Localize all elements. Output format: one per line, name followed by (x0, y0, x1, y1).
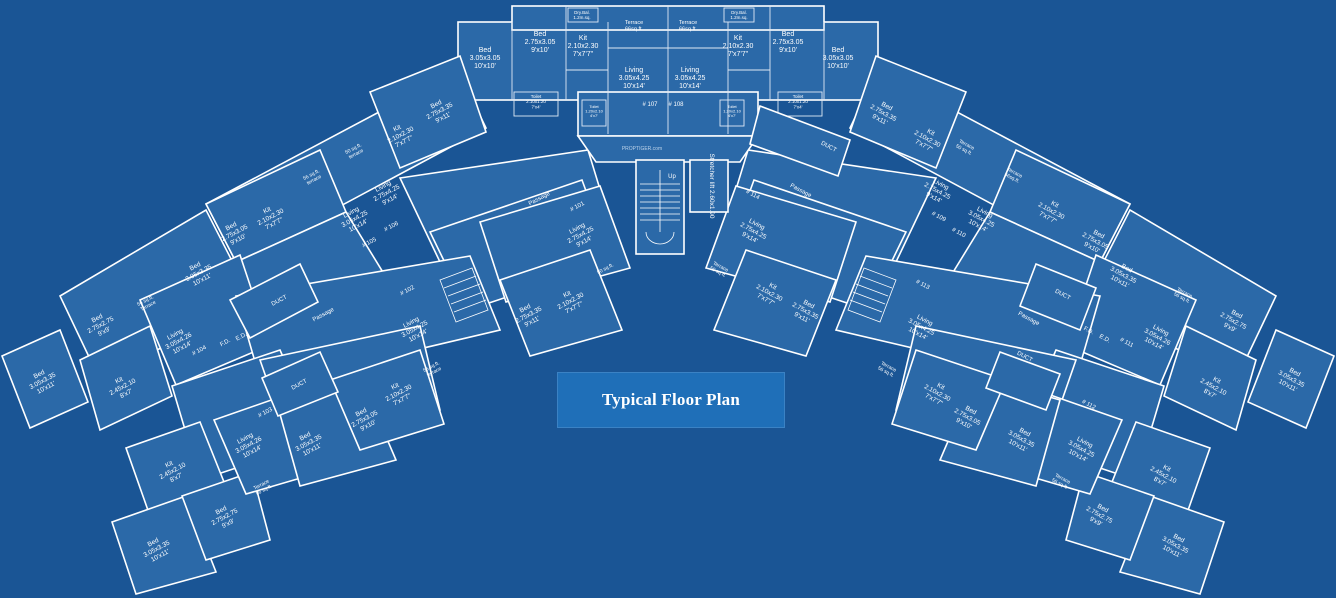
core-stair-mark: Up (668, 174, 676, 180)
watermark: PROPTIGER.com (622, 146, 662, 152)
units-4-mark: # 105 (361, 237, 378, 250)
right-wing-bed-4-label: Bed2.75x2.759'x9' (1215, 305, 1251, 338)
left-wing-kit-1-label: Kit2.10x2.307'x7'7" (383, 119, 419, 152)
right-wing-bed-7-label: Bed2.75x3.059'x10' (949, 401, 985, 434)
right-wing-terrace-5-label: Terrace56 sq.ft. (877, 360, 898, 379)
left-wing-bed-8-label: Bed3.05x3.3510'x11' (291, 427, 327, 460)
top-block (457, 5, 879, 137)
units-6-mark: # 107 (642, 102, 658, 108)
core-ed-mark: E.D. (235, 332, 248, 343)
right-wing-bed-2-label: Bed2.75x3.059'x10' (1077, 225, 1113, 258)
units-7-mark: # 108 (668, 102, 684, 108)
ducts (228, 104, 1098, 418)
units-9-mark: # 110 (951, 227, 967, 239)
core-fd-mark: F.D. (219, 338, 232, 348)
units-8-mark: # 109 (930, 211, 947, 224)
stretcher-lift-label: Stretcher lift 2.60x1.90 (708, 153, 715, 218)
left-wing-bed-10-label: Bed3.05x3.3510'x11' (139, 533, 175, 566)
left-wing-bed-3-label: Bed3.05x3.3510'x11' (181, 257, 217, 290)
units-5-mark: # 106 (383, 221, 400, 234)
core-fd-mark: F.D. (1082, 326, 1095, 336)
plan-title: Typical Floor Plan (601, 390, 741, 409)
top-units-dry-bal-label: Dry.Bal.1.2m.sq. (573, 10, 590, 20)
top-units-dry-bal-label: Dry.Bal.1.2m.sq. (730, 10, 747, 20)
plan-title-box: Typical Floor Plan (557, 372, 785, 428)
central-core (439, 135, 897, 323)
core-ed-mark: E.D. (1098, 334, 1111, 345)
right-wing-living-5-label: Living3.05x4.2510'x14' (903, 311, 939, 344)
